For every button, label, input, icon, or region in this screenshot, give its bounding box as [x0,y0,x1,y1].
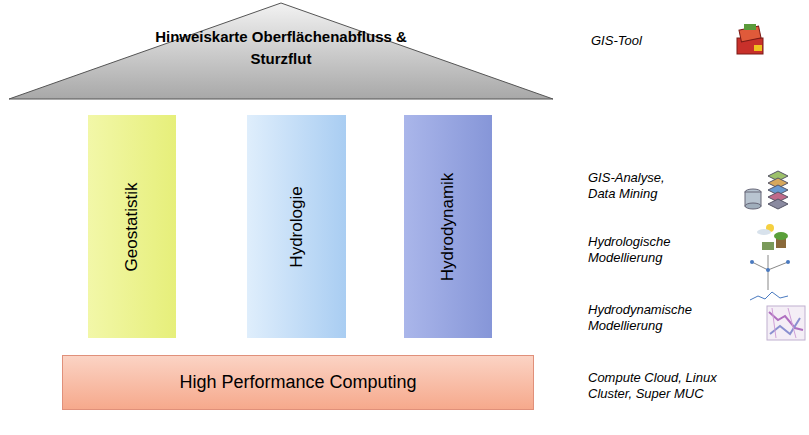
roof-title: Hinweiskarte Oberflächenabfluss & Sturzf… [131,26,431,70]
database-layers-icon [745,171,788,209]
pillar-label: Hydrodynamik [438,172,458,281]
roof-triangle: Hinweiskarte Oberflächenabfluss & Sturzf… [8,2,554,100]
pillar-box: Hydrologie [247,115,346,338]
toolbox-icon [737,24,763,54]
foundation-bar: High Performance Computing [62,355,534,410]
side-label: GIS-Tool [591,33,711,49]
pillar-label: Hydrologie [287,186,307,267]
side-label: Hydrologische Modellierung [588,234,698,266]
flood-map-icon [767,306,805,340]
pillar-box: Geostatistik [88,115,176,338]
foundation-label: High Performance Computing [179,372,416,393]
side-label: GIS-Analyse, Data Mining [588,170,688,202]
side-label: Compute Cloud, Linux Cluster, Super MUC [588,370,738,402]
pillar-label: Geostatistik [122,182,142,271]
side-label: Hydrodynamische Modellierung [588,302,713,334]
hydrology-icon [750,224,790,300]
pillar-box: Hydrodynamik [404,115,492,338]
